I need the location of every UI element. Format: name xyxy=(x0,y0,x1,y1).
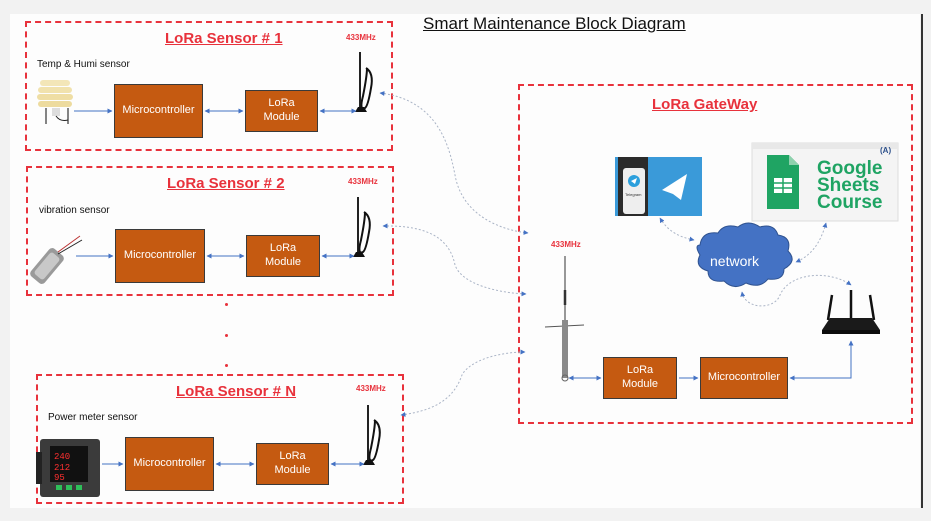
ellipsis-dot xyxy=(225,334,228,337)
sensor-2-microcontroller: Microcontroller xyxy=(115,229,205,283)
sensor-n-label: Power meter sensor xyxy=(48,412,138,423)
sensor-n-frequency: 433MHz xyxy=(356,384,386,393)
google-sheets-title: Google Sheets Course xyxy=(817,158,883,213)
sensor-2-frequency: 433MHz xyxy=(348,177,378,186)
sensor-n-title: LoRa Sensor # N xyxy=(176,383,297,400)
sensor-1-group xyxy=(25,21,393,151)
network-label: network xyxy=(710,253,760,269)
sensor-n-group xyxy=(36,374,404,504)
page-edge-line xyxy=(921,14,923,508)
mcu-label: Microcontroller xyxy=(122,104,195,117)
sensor-2-label: vibration sensor xyxy=(39,205,110,216)
gateway-frequency: 433MHz xyxy=(551,240,581,249)
sensor-n-microcontroller: Microcontroller xyxy=(125,437,214,491)
sensor-1-title: LoRa Sensor # 1 xyxy=(165,30,283,47)
mcu-label: Microcontroller xyxy=(707,371,781,384)
sensor-1-frequency: 433MHz xyxy=(346,33,376,42)
sensor-1-microcontroller: Microcontroller xyxy=(114,84,203,138)
ellipsis-dot xyxy=(225,364,228,367)
sensor-1-label: Temp & Humi sensor xyxy=(37,59,130,70)
gateway-microcontroller: Microcontroller xyxy=(700,357,788,399)
gateway-title: LoRa GateWay xyxy=(652,96,758,113)
diagram-title: Smart Maintenance Block Diagram xyxy=(423,14,686,33)
mcu-label: Microcontroller xyxy=(133,457,206,470)
sensor-2-title: LoRa Sensor # 2 xyxy=(167,175,285,192)
mcu-label: Microcontroller xyxy=(123,249,197,262)
ellipsis-dot xyxy=(225,303,228,306)
